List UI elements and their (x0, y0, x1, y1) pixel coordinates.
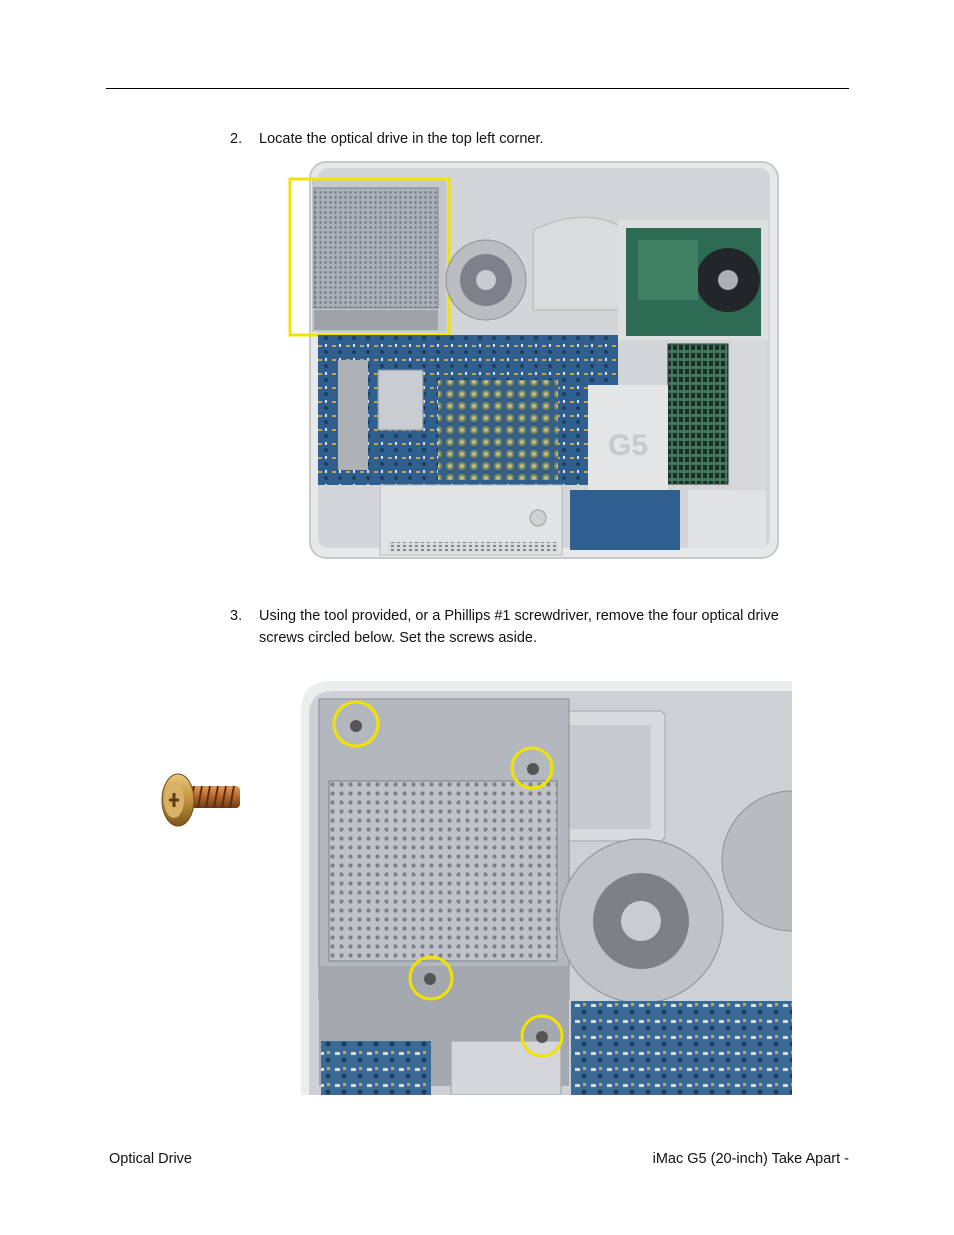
step-number: 3. (230, 608, 243, 624)
screw-highlight-circle (510, 746, 554, 790)
optical-drive-closeup-photo (301, 681, 792, 1095)
screw-highlight-circle (408, 955, 454, 1001)
figure-optical-drive-closeup (301, 681, 792, 1095)
footer-document-title: iMac G5 (20-inch) Take Apart - (652, 1151, 849, 1167)
step-text-line1: Using the tool provided, or a Phillips #… (259, 608, 779, 624)
screw-icon (161, 773, 240, 827)
step-3: 3. Using the tool provided, or a Phillip… (230, 605, 850, 649)
figure-imac-internals-overview: G5 (288, 160, 780, 562)
step-text: Locate the optical drive in the top left… (259, 131, 544, 147)
step-number: 2. (230, 131, 243, 147)
header-rule (106, 88, 849, 89)
footer-section-title: Optical Drive (109, 1151, 192, 1167)
screw-highlight-circle (520, 1014, 564, 1058)
imac-internals-photo: G5 (288, 161, 779, 559)
step-text-line2: screws circled below. Set the screws asi… (259, 630, 538, 646)
screw-illustration (156, 770, 248, 830)
screw-highlight-circle (332, 700, 380, 748)
g5-logo: G5 (608, 429, 648, 462)
step-2: 2. Locate the optical drive in the top l… (230, 128, 850, 150)
